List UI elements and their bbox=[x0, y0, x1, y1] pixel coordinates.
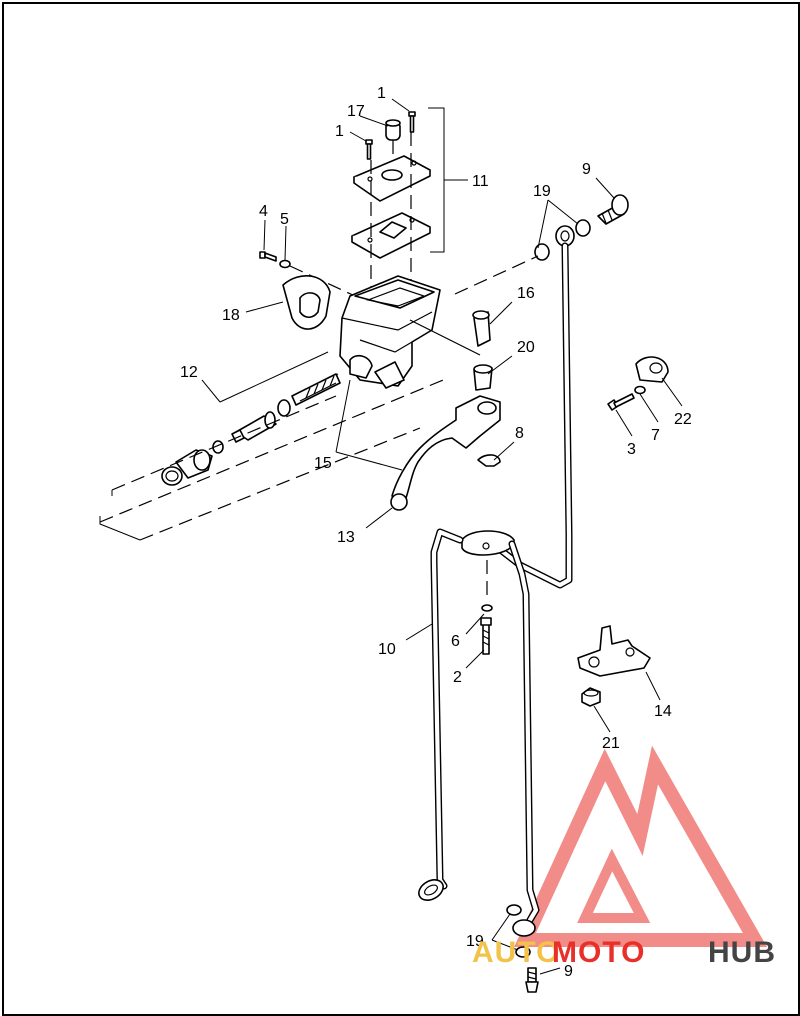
callout-5: 5 bbox=[280, 211, 289, 228]
screw-part-3 bbox=[607, 393, 635, 411]
callout-1b: 1 bbox=[335, 123, 344, 140]
washer-part-5 bbox=[279, 259, 291, 269]
watermark-auto: AUTO bbox=[472, 936, 560, 969]
washer-part-7 bbox=[634, 385, 646, 395]
screw-part-1-top bbox=[408, 111, 416, 133]
screw-part-1-left bbox=[365, 139, 373, 160]
callout-22: 22 bbox=[674, 411, 692, 428]
callout-17: 17 bbox=[347, 103, 365, 120]
callout-12: 12 bbox=[180, 364, 198, 381]
callout-8: 8 bbox=[515, 425, 524, 442]
callout-4: 4 bbox=[259, 203, 268, 220]
callout-10: 10 bbox=[378, 641, 396, 658]
pivot-pin-part-16 bbox=[472, 310, 491, 347]
callout-16: 16 bbox=[517, 285, 535, 302]
diaphragm-part-11 bbox=[351, 212, 431, 259]
watermark-hub: HUB bbox=[708, 936, 776, 969]
washer-part-19-lower-b bbox=[515, 946, 531, 958]
banjo-bolt-part-9-top bbox=[597, 194, 629, 225]
bracket-part-14 bbox=[577, 625, 651, 677]
watermark-moto: MOTO bbox=[552, 936, 645, 969]
callout-18: 18 bbox=[222, 307, 240, 324]
washer-part-19-upper-b bbox=[534, 243, 550, 261]
callout-7: 7 bbox=[651, 427, 660, 444]
callout-20: 20 bbox=[517, 339, 535, 356]
watermark-text: AUTO MOTO HUB bbox=[472, 936, 776, 969]
callout-1a: 1 bbox=[377, 85, 386, 102]
sight-glass-part-17 bbox=[385, 119, 401, 141]
callout-2: 2 bbox=[453, 669, 462, 686]
washer-part-6 bbox=[481, 604, 493, 612]
brake-line-junction bbox=[461, 530, 515, 556]
callout-21: 21 bbox=[602, 735, 620, 752]
reservoir-cover-part-11 bbox=[353, 155, 431, 202]
brake-hose-right bbox=[508, 540, 540, 937]
screw-part-4 bbox=[259, 251, 277, 262]
banjo-bolt-part-9-bottom bbox=[525, 967, 539, 993]
watermark-logo bbox=[514, 745, 768, 947]
callout-3: 3 bbox=[627, 441, 636, 458]
washer-part-19-upper-a bbox=[575, 219, 591, 237]
callout-19-upper: 19 bbox=[533, 183, 551, 200]
bolt-part-2 bbox=[480, 617, 492, 655]
callout-13: 13 bbox=[337, 529, 355, 546]
callout-15: 15 bbox=[314, 455, 332, 472]
brake-lever-part-13 bbox=[390, 395, 501, 511]
callout-11: 11 bbox=[472, 173, 489, 190]
master-cylinder-body-part-15 bbox=[339, 275, 441, 389]
callout-14: 14 bbox=[654, 703, 672, 720]
callout-9-upper: 9 bbox=[582, 161, 591, 178]
banjo-fitting-upper bbox=[555, 225, 575, 247]
nut-part-21 bbox=[581, 687, 601, 707]
callout-9-lower: 9 bbox=[564, 963, 573, 980]
brake-hose-part-10 bbox=[418, 528, 464, 901]
bushing-part-20 bbox=[473, 364, 493, 391]
piston-assembly-part-12 bbox=[161, 373, 341, 486]
washer-part-19-lower-a bbox=[506, 904, 522, 916]
retaining-ring-part-8 bbox=[477, 454, 501, 467]
callout-19-lower: 19 bbox=[466, 933, 484, 950]
hose-clamp-part-22 bbox=[635, 356, 669, 383]
clamp-part-18 bbox=[282, 275, 331, 330]
callout-6: 6 bbox=[451, 633, 460, 650]
